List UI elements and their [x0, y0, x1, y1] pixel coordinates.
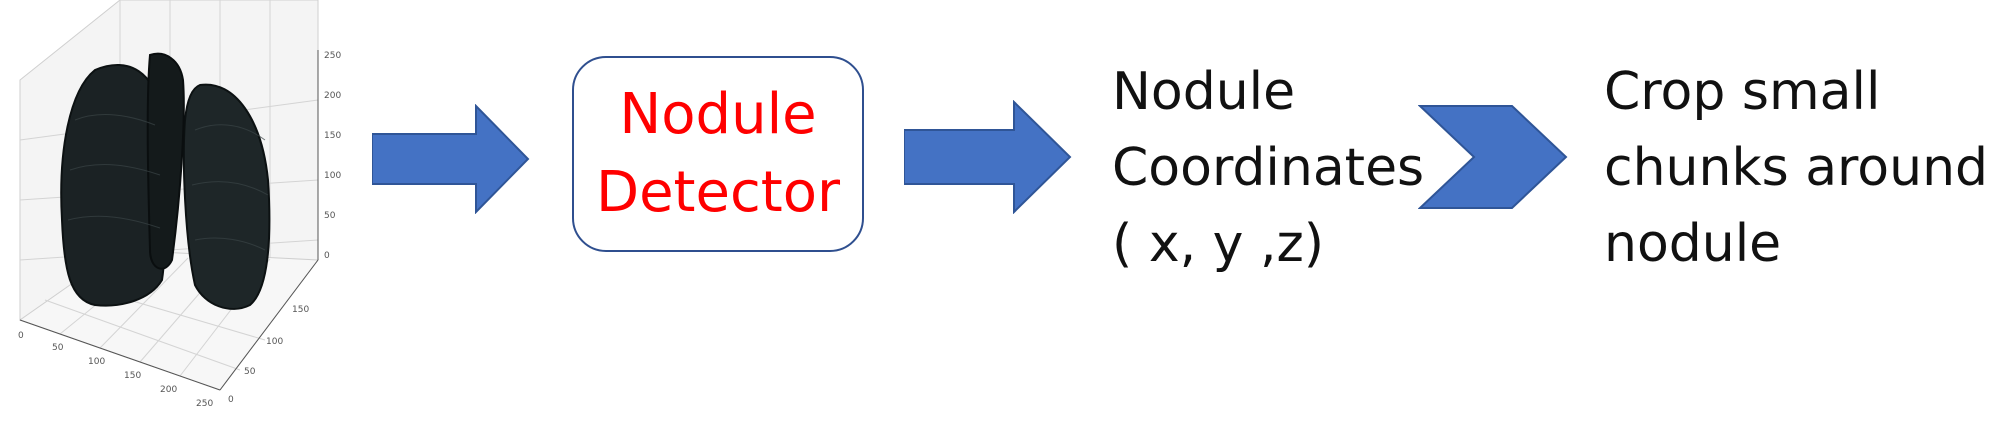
- coordinates-line2: Coordinates: [1112, 138, 1425, 198]
- y-axis-ticks: 150 100 50 0: [228, 305, 309, 405]
- z-tick: 250: [324, 51, 341, 61]
- x-tick: 0: [18, 331, 24, 341]
- z-tick: 50: [324, 211, 336, 221]
- detector-title-line2: Detector: [595, 160, 840, 225]
- detector-title-line1: Nodule: [619, 82, 817, 147]
- plot-axes: [19, 50, 319, 391]
- z-tick: 200: [324, 91, 341, 101]
- right-block-arrow-icon: [372, 104, 530, 214]
- crop-line1: Crop small: [1604, 62, 1881, 122]
- x-tick: 100: [88, 357, 105, 367]
- x-tick: 200: [160, 385, 177, 395]
- x-tick: 50: [52, 343, 64, 353]
- x-axis-ticks: 0 50 100 150 200 250: [18, 331, 213, 409]
- nodule-coordinates-text: Nodule Coordinates ( x, y ,z): [1112, 54, 1424, 282]
- z-tick: 0: [324, 251, 330, 261]
- chevron-right-icon: [1418, 105, 1568, 209]
- crop-line3: nodule: [1604, 214, 1782, 274]
- z-axis-ticks: 250 200 150 100 50 0: [324, 51, 341, 261]
- y-tick: 50: [244, 367, 256, 377]
- crop-line2: chunks around: [1604, 138, 1989, 198]
- z-tick: 100: [324, 171, 341, 181]
- y-tick: 0: [228, 395, 234, 405]
- y-tick: 150: [292, 305, 309, 315]
- y-tick: 100: [266, 337, 283, 347]
- right-block-arrow-icon: [904, 100, 1072, 214]
- x-tick: 150: [124, 371, 141, 381]
- lung-shape: [60, 52, 271, 310]
- nodule-detector-box: Nodule Detector: [572, 56, 864, 252]
- z-tick: 150: [324, 131, 341, 141]
- x-tick: 250: [196, 399, 213, 409]
- coordinates-line1: Nodule: [1112, 62, 1296, 122]
- lung-3d-plot: 250 200 150 100 50 0 150 100 50 0 0 50 1…: [18, 0, 341, 409]
- crop-chunks-text: Crop small chunks around nodule: [1604, 54, 1988, 282]
- coordinates-line3: ( x, y ,z): [1112, 214, 1325, 274]
